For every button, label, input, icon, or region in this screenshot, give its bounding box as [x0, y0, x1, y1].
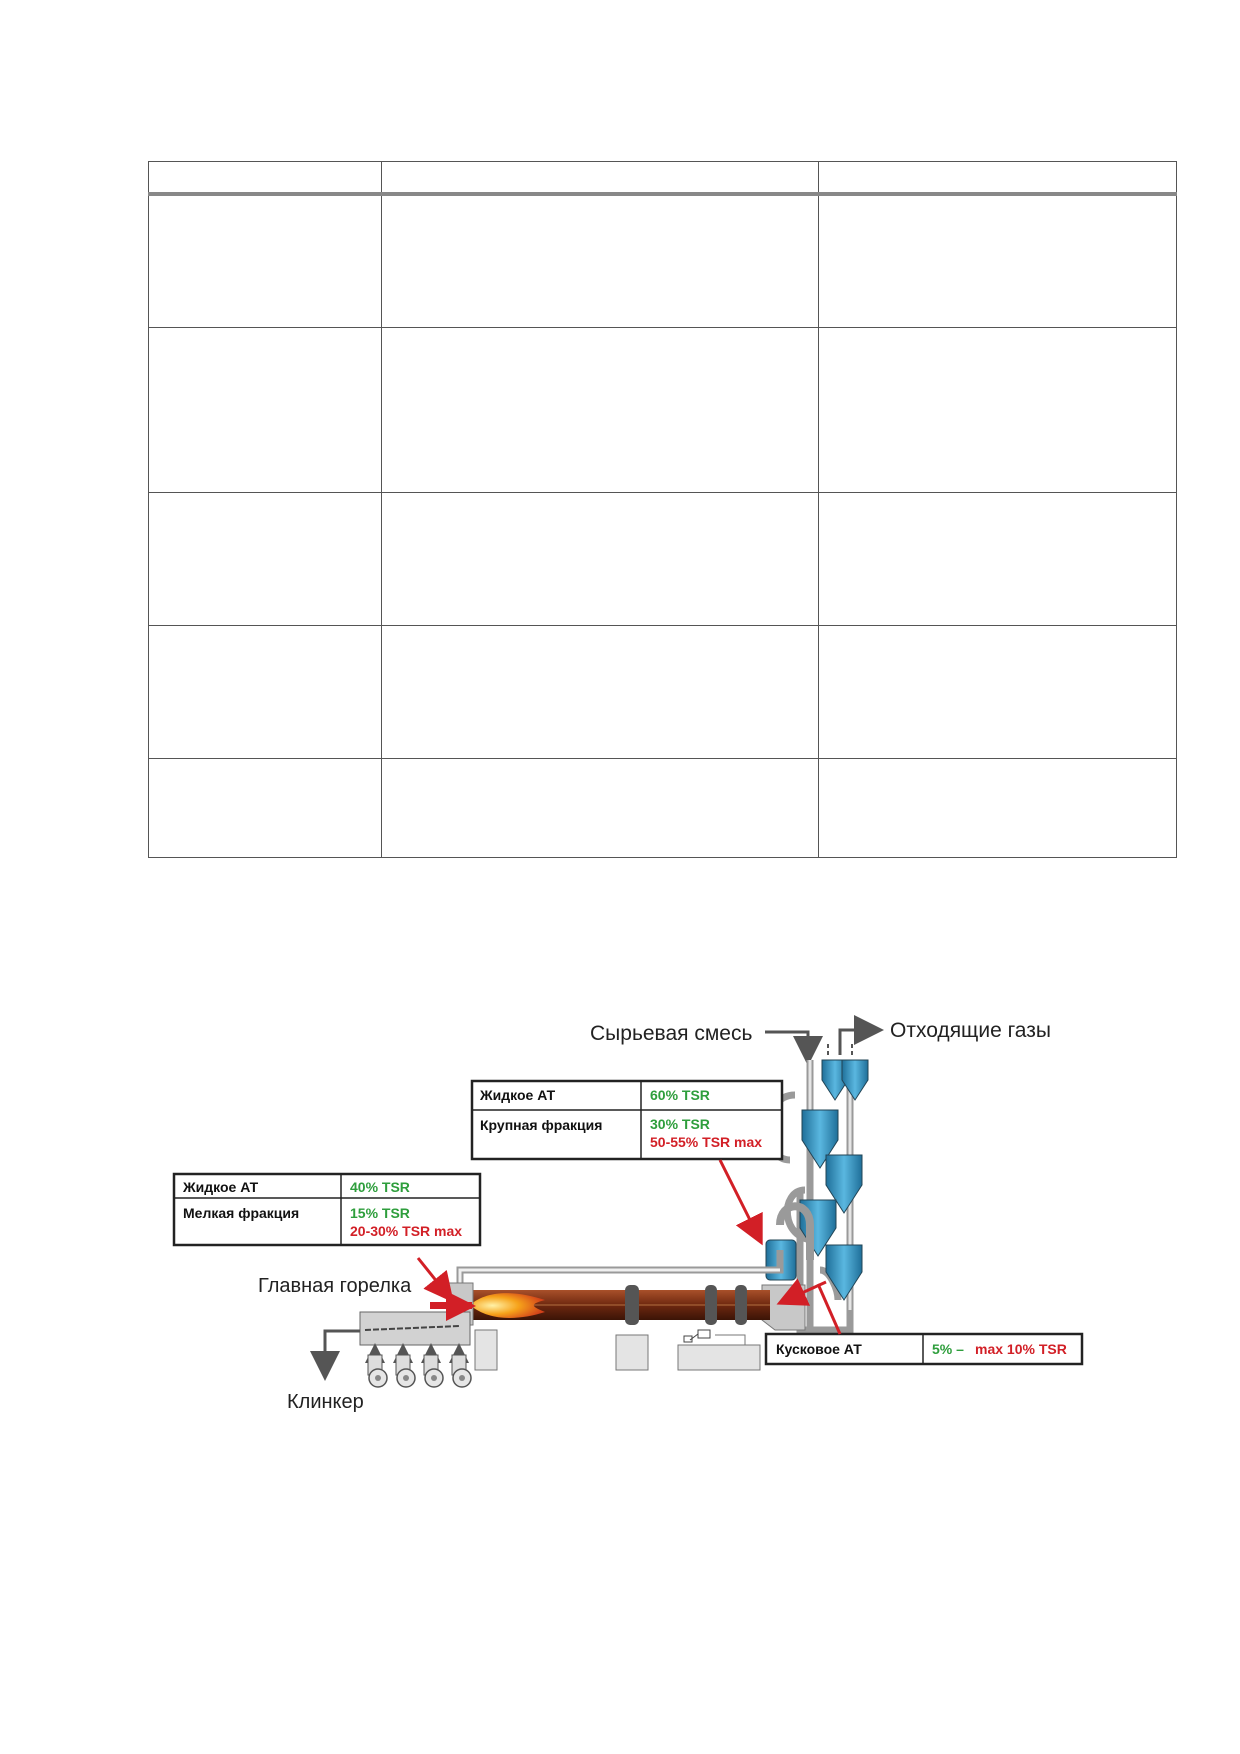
kiln-process-diagram: Сырьевая смесь Отходящие газы — [172, 1015, 1084, 1413]
burner-fuel-box: Жидкое АТ 40% TSR Мелкая фракция 15% TSR… — [172, 1172, 482, 1247]
cyclone-icon — [821, 1059, 869, 1101]
flame-icon — [470, 1293, 545, 1318]
table-row — [148, 326, 1177, 493]
box-row-value: 40% TSR — [350, 1179, 410, 1195]
fan-icon — [395, 1354, 416, 1388]
table-cell — [148, 326, 382, 493]
kiln-support — [677, 1344, 761, 1371]
table-header-row — [148, 161, 1177, 196]
raw-mix-label: Сырьевая смесь — [590, 1022, 752, 1045]
calciner-red-arrow — [718, 1159, 763, 1246]
table-cell — [818, 193, 1177, 328]
table-cell — [381, 624, 819, 759]
table-cell — [381, 193, 819, 328]
box-row-label: Крупная фракция — [480, 1117, 602, 1133]
table-row — [148, 624, 1177, 759]
table-header-cell — [381, 161, 819, 196]
table-row — [148, 193, 1177, 328]
drive-icon — [683, 1329, 711, 1343]
box-row-value: 60% TSR — [650, 1087, 710, 1103]
box-row-value: 5% – — [932, 1341, 964, 1357]
table-cell — [818, 326, 1177, 493]
clinker-arrow — [310, 1329, 360, 1381]
main-burner-label: Главная горелка — [258, 1275, 412, 1297]
box-row-max: 50-55% TSR max — [650, 1134, 762, 1150]
calciner-fuel-box: Жидкое АТ 60% TSR Крупная фракция 30% TS… — [470, 1079, 784, 1161]
kiln-inlet-fuel-box: Кусковое АТ 5% – max 10% TSR — [764, 1332, 1084, 1366]
cyclone-icon — [825, 1154, 863, 1214]
box-row-label: Жидкое АТ — [182, 1179, 259, 1195]
exhaust-arrow — [838, 1015, 884, 1055]
table-cell — [381, 491, 819, 626]
table-header-cell — [818, 161, 1177, 196]
box-row-label: Жидкое АТ — [479, 1087, 556, 1103]
box-row-label: Кусковое АТ — [776, 1341, 862, 1357]
table-row — [148, 757, 1177, 858]
table-cell — [148, 491, 382, 626]
cooler-fans — [365, 1343, 472, 1388]
table-cell — [818, 757, 1177, 858]
raw-mix-arrow — [765, 1030, 823, 1066]
table-cell — [818, 624, 1177, 759]
cyclone-icon — [801, 1109, 839, 1169]
document-table — [148, 161, 1177, 858]
cyclone-icon — [825, 1244, 863, 1301]
table-cell — [148, 624, 382, 759]
burner-red-arrow — [416, 1257, 454, 1303]
box-row-value: 15% TSR — [350, 1205, 410, 1221]
table-row — [148, 491, 1177, 626]
table-cell — [148, 757, 382, 858]
clinker-label: Клинкер — [287, 1391, 364, 1413]
table-cell — [148, 193, 382, 328]
tertiary-air-duct — [456, 1250, 784, 1285]
exhaust-gases-label: Отходящие газы — [890, 1019, 1051, 1042]
box-row-max: 20-30% TSR max — [350, 1223, 462, 1239]
table-cell — [381, 757, 819, 858]
box-row-value: 30% TSR — [650, 1116, 710, 1132]
box-row-label: Мелкая фракция — [183, 1205, 299, 1221]
table-header-cell — [148, 161, 382, 196]
fan-icon — [423, 1354, 444, 1388]
table-cell — [818, 491, 1177, 626]
fan-icon — [451, 1354, 472, 1388]
table-cell — [381, 326, 819, 493]
box-row-max: max 10% TSR — [975, 1341, 1067, 1357]
inlet-red-arrow — [816, 1283, 842, 1335]
kiln-support — [615, 1334, 649, 1371]
fan-icon — [367, 1354, 388, 1388]
